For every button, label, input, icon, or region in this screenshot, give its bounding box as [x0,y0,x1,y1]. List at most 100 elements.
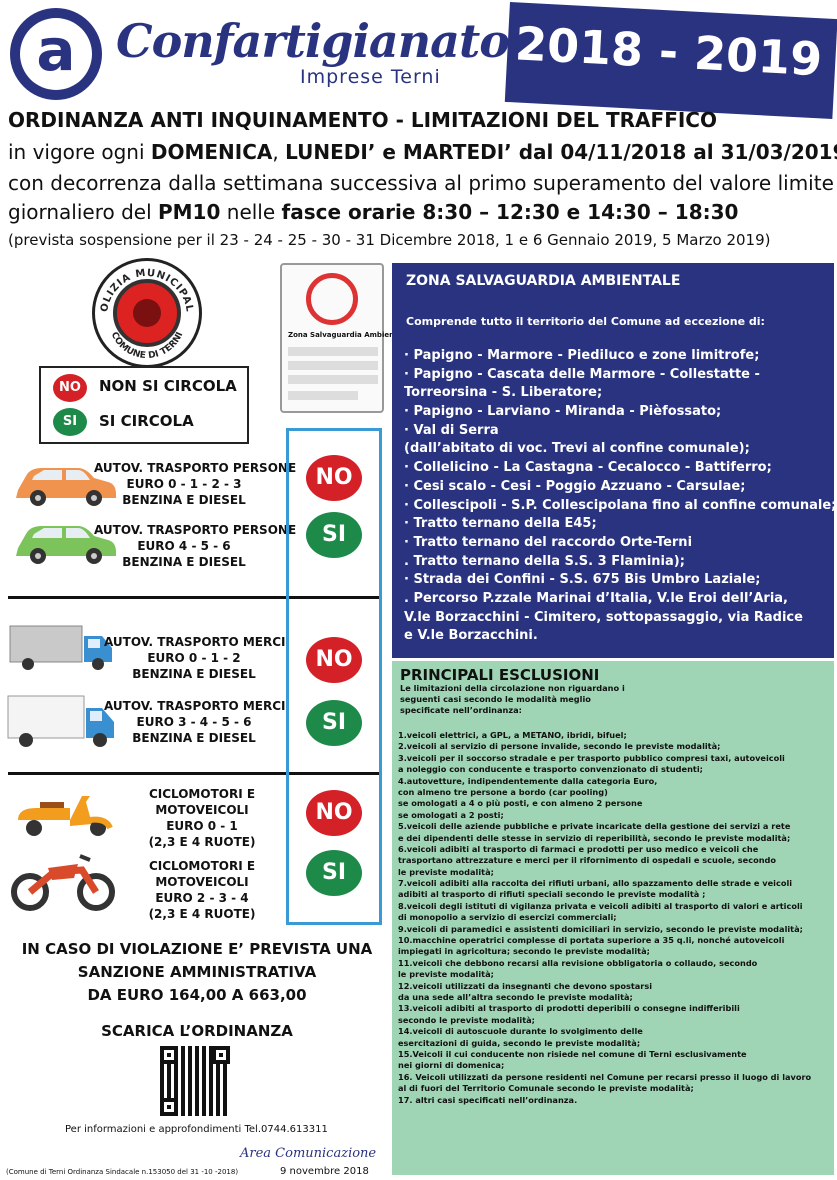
vehicle-4-line3: BENZINA E DIESEL [132,731,256,745]
fine-line2: SANZIONE AMMINISTRATIVA [77,963,317,981]
start-line: con decorrenza dalla settimana successiv… [8,171,834,195]
white-truck-icon [7,695,114,747]
list-item: · Tratto ternano del raccordo Orte-Terni [404,534,693,550]
sign-caption: Zona Salvaguardia Ambientale [288,331,410,339]
list-item: nei giorni di domenica; [398,1060,505,1071]
list-item: 2.veicoli al servizio di persone invalid… [398,741,721,752]
list-item: trasportano attrezzature e merci per il … [398,855,777,866]
vehicle-5-line3: EURO 0 - 1 [166,819,238,833]
vehicle-1-line2: EURO 0 - 1 - 2 - 3 [126,477,242,491]
intro-line: specificate nell’ordinanza: [400,705,522,715]
list-item: di monopolio a servizio di esercizi comm… [398,912,617,923]
list-item: le previste modalità; [398,969,494,980]
svg-text:COMUNE DI TERNI: COMUNE DI TERNI [109,331,186,362]
vehicle-6-line4: (2,3 E 4 RUOTE) [148,907,256,921]
vehicle-1-text: AUTOV. TRASPORTO PERSONE EURO 0 - 1 - 2 … [94,460,296,508]
list-item: adibiti al trasporto di rifiuti speciali… [398,889,706,900]
vehicle-5-line2: MOTOVEICOLI [155,803,249,817]
qr-finder [160,1046,178,1064]
vehicle-2-line1: AUTOV. TRASPORTO PERSONE [94,523,297,537]
hours-mid: nelle [220,200,282,224]
badge-text-ring: POLIZIA MUNICIPALE COMUNE DI TERNI [92,258,194,362]
gray-truck-icon [9,625,112,670]
list-item: 5.veicoli delle aziende pubbliche e priv… [398,821,791,832]
vehicle-2-status: SI [306,512,362,558]
list-item: 1.veicoli elettrici, a GPL, a METANO, ib… [398,730,627,740]
logo-letter: a [36,16,76,84]
vehicle-4-status: SI [306,700,362,746]
contact-info: Per informazioni e approfondimenti Tel.0… [65,1124,328,1135]
zone-sign-image: Zona Salvaguardia Ambientale [280,263,409,413]
vehicle-2-line3: BENZINA E DIESEL [122,555,246,569]
vehicle-3-line3: BENZINA E DIESEL [132,667,256,681]
list-item: le previste modalità; [398,866,494,877]
vehicle-5-line4: (2,3 E 4 RUOTE) [148,835,256,849]
validity-sep: , [272,140,286,164]
vehicle-6-line2: MOTOVEICOLI [155,875,249,889]
list-item: 6.veicoli adibiti al trasporto di farmac… [398,843,759,854]
qr-finder [212,1046,230,1064]
download-ordinance-link[interactable]: SCARICA L’ORDINANZA [101,1022,293,1040]
legend-box: NO NON SI CIRCOLA SI SI CIRCOLA [39,366,249,444]
vehicle-3-status: NO [306,637,362,683]
zone-intro: Comprende tutto il territorio del Comune… [406,315,765,328]
legend-si-label: SI CIRCOLA [99,412,194,430]
list-item: se omologati a 4 o più posti, e con alme… [398,798,643,809]
legend-no-pill: NO [53,374,87,402]
list-item: se omologati a 2 posti; [398,809,504,820]
list-item: 14.veicoli di autoscuole durante lo svol… [398,1026,643,1037]
vehicle-5-text: CICLOMOTORI E MOTOVEICOLI EURO 0 - 1 (2,… [112,786,292,850]
ordinance-reference: (Comune di Terni Ordinanza Sindacale n.1… [6,1168,239,1176]
validity-sunday: DOMENICA [150,140,273,164]
sign-row [288,347,378,356]
suspension-line: (prevista sospensione per il 23 - 24 - 2… [8,231,771,249]
vehicle-4-line1: AUTOV. TRASPORTO MERCI [104,699,286,713]
vehicle-3-line2: EURO 0 - 1 - 2 [147,651,241,665]
list-item: impiegati in agricoltura; secondo le pre… [398,946,650,957]
list-item: · Papigno - Larviano - Miranda - Pièfoss… [404,404,722,420]
list-item: 13.veicoli adibiti al trasporto di prodo… [398,1003,740,1014]
intro-line: Le limitazioni della circolazione non ri… [400,683,625,693]
list-item: 15.Veicoli il cui conducente non risiede… [398,1048,747,1059]
vehicle-1-status: NO [306,455,362,501]
fine-line3: DA EURO 164,00 A 663,00 [87,986,307,1004]
list-item: 7.veicoli adibiti alla raccolta dei rifi… [398,878,793,889]
list-item: 17. altri casi specificati nell’ordinanz… [398,1094,578,1105]
list-item: 8.veicoli degli istituti di vigilanza pr… [398,900,803,911]
list-item: da una sede all’altra secondo le previst… [398,991,633,1002]
vehicle-6-line1: CICLOMOTORI E [148,859,256,873]
list-item: 4.autovetture, indipendentemente dalla c… [398,775,658,786]
list-item: · Tratto ternano della E45; [404,516,597,532]
zone-list: · Papigno - Marmore - Piediluco e zone l… [404,347,836,646]
vehicle-6-status: SI [306,850,362,896]
vehicle-2-line2: EURO 4 - 5 - 6 [137,539,231,553]
vehicle-6-line3: EURO 2 - 3 - 4 [155,891,249,905]
list-item: 3.veicoli per il soccorso stradale e per… [398,752,785,763]
vehicle-1-line3: BENZINA E DIESEL [122,493,246,507]
vehicle-4-line2: EURO 3 - 4 - 5 - 6 [136,715,252,729]
list-item: 16. Veicoli utilizzati da persone reside… [398,1071,812,1082]
list-item: · Papigno - Marmore - Piediluco e zone l… [404,348,760,363]
fine-line1: IN CASO DI VIOLAZIONE E’ PREVISTA UNA [21,940,373,958]
intro-line: seguenti casi secondo le modalità meglio [400,694,591,704]
sign-row [288,375,378,384]
green-car-icon [16,526,116,564]
exclusions-list: 1.veicoli elettrici, a GPL, a METANO, ib… [398,730,830,1106]
motorcycle-icon [11,854,115,911]
vehicle-3-line1: AUTOV. TRASPORTO MERCI [104,635,286,649]
zone-title: ZONA SALVAGUARDIA AMBIENTALE [406,273,681,289]
pm10-label: PM10 [158,200,221,224]
year-banner: 2018 - 2019 [504,2,837,120]
list-item: secondo le previste modalità; [398,1014,535,1025]
scooter-icon [18,796,113,836]
orange-car-icon [16,468,116,506]
hours-prefix: giornaliero del [8,200,158,224]
exclusions-box: PRINCIPALI ESCLUSIONI Le limitazioni del… [392,661,834,1175]
list-item: · Val di Serra [404,422,499,438]
sign-row [288,391,358,400]
list-item: a noleggio con conducente e trasporto co… [398,764,703,775]
vehicle-2-text: AUTOV. TRASPORTO PERSONE EURO 4 - 5 - 6 … [94,522,297,570]
qr-finder [160,1098,178,1116]
list-item: con almeno tre persone a bordo (car pool… [398,786,608,797]
qr-code[interactable] [160,1046,230,1116]
